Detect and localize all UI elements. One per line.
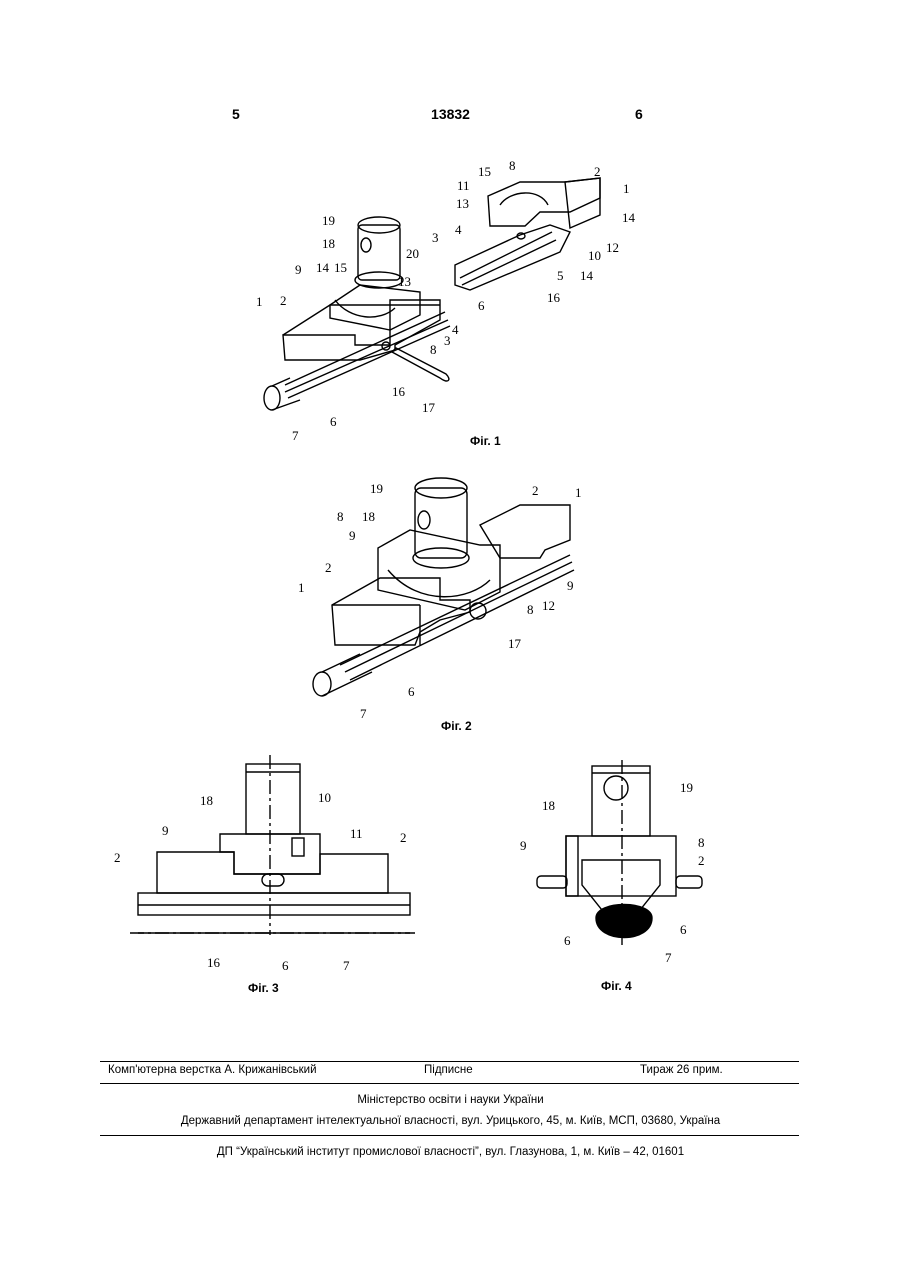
svg-text:2: 2 <box>594 164 601 179</box>
svg-text:2: 2 <box>325 560 332 575</box>
svg-text:1: 1 <box>575 485 582 500</box>
svg-text:1: 1 <box>623 181 630 196</box>
svg-text:14: 14 <box>580 268 594 283</box>
svg-text:15: 15 <box>334 260 347 275</box>
svg-text:17: 17 <box>422 400 436 415</box>
svg-text:14: 14 <box>622 210 636 225</box>
svg-text:6: 6 <box>282 958 289 973</box>
svg-text:9: 9 <box>162 823 169 838</box>
svg-text:18: 18 <box>362 509 375 524</box>
svg-text:3: 3 <box>444 333 451 348</box>
svg-text:6: 6 <box>564 933 571 948</box>
figure-4-caption: Фіг. 4 <box>601 979 632 993</box>
svg-text:2: 2 <box>532 483 539 498</box>
footer-subscription: Підписне <box>424 1064 473 1076</box>
svg-text:10: 10 <box>588 248 601 263</box>
svg-text:18: 18 <box>200 793 213 808</box>
svg-text:7: 7 <box>665 950 672 965</box>
svg-text:15: 15 <box>478 164 491 179</box>
svg-text:2: 2 <box>280 293 287 308</box>
svg-text:9: 9 <box>349 528 356 543</box>
footer-rule-bottom <box>100 1135 799 1136</box>
svg-text:13: 13 <box>398 274 411 289</box>
svg-text:13: 13 <box>456 196 469 211</box>
svg-text:20: 20 <box>406 246 419 261</box>
svg-text:8: 8 <box>430 342 437 357</box>
footer-rule-middle <box>100 1083 799 1084</box>
svg-text:19: 19 <box>322 213 335 228</box>
svg-text:7: 7 <box>292 428 299 443</box>
svg-text:16: 16 <box>547 290 561 305</box>
svg-text:19: 19 <box>680 780 693 795</box>
figure-3 <box>130 755 415 935</box>
svg-text:16: 16 <box>207 955 221 970</box>
svg-text:12: 12 <box>606 240 619 255</box>
footer-institute: ДП “Український інститут промислової вла… <box>0 1146 901 1158</box>
figure-1-right-labels: 1582 11114 131210 345 14166 <box>432 158 636 313</box>
footer-typesetting: Комп'ютерна верстка А. Крижанівський <box>108 1064 317 1076</box>
footer-ministry: Міністерство освіти і науки України <box>0 1094 901 1106</box>
svg-text:11: 11 <box>457 178 470 193</box>
svg-text:1: 1 <box>256 294 263 309</box>
svg-text:6: 6 <box>408 684 415 699</box>
svg-text:11: 11 <box>350 826 363 841</box>
svg-text:6: 6 <box>330 414 337 429</box>
svg-text:10: 10 <box>318 790 331 805</box>
footer-department: Державний департамент інтелектуальної вл… <box>0 1115 901 1127</box>
svg-text:3: 3 <box>432 230 439 245</box>
svg-text:5: 5 <box>557 268 564 283</box>
svg-text:8: 8 <box>337 509 344 524</box>
figure-4 <box>537 760 702 945</box>
footer-rule-top <box>100 1061 799 1062</box>
svg-text:1: 1 <box>298 580 305 595</box>
figure-1-caption: Фіг. 1 <box>470 434 501 448</box>
svg-text:18: 18 <box>542 798 555 813</box>
svg-text:6: 6 <box>680 922 687 937</box>
svg-text:7: 7 <box>360 706 367 721</box>
svg-text:7: 7 <box>343 958 350 973</box>
svg-text:16: 16 <box>392 384 406 399</box>
svg-text:2: 2 <box>114 850 121 865</box>
figure-2-caption: Фіг. 2 <box>441 719 472 733</box>
svg-text:2: 2 <box>400 830 407 845</box>
svg-text:19: 19 <box>370 481 383 496</box>
svg-text:8: 8 <box>509 158 516 173</box>
svg-text:4: 4 <box>452 322 459 337</box>
figure-1-left-assembly <box>264 217 450 410</box>
figure-3-labels: 18 10 9 11 2 2 16 6 7 <box>114 790 407 973</box>
figure-2 <box>313 478 574 696</box>
footer-circulation: Тираж 26 прим. <box>640 1064 723 1076</box>
svg-text:8: 8 <box>527 602 534 617</box>
svg-text:18: 18 <box>322 236 335 251</box>
figure-3-caption: Фіг. 3 <box>248 981 279 995</box>
svg-text:2: 2 <box>698 853 705 868</box>
svg-text:6: 6 <box>478 298 485 313</box>
svg-text:8: 8 <box>698 835 705 850</box>
svg-text:9: 9 <box>567 578 574 593</box>
svg-text:17: 17 <box>508 636 522 651</box>
svg-text:14: 14 <box>316 260 330 275</box>
svg-text:9: 9 <box>295 262 302 277</box>
svg-text:9: 9 <box>520 838 527 853</box>
figure-4-labels: 19189 826 67 <box>520 780 705 965</box>
svg-text:4: 4 <box>455 222 462 237</box>
figure-1-right-part <box>455 178 600 290</box>
svg-text:12: 12 <box>542 598 555 613</box>
